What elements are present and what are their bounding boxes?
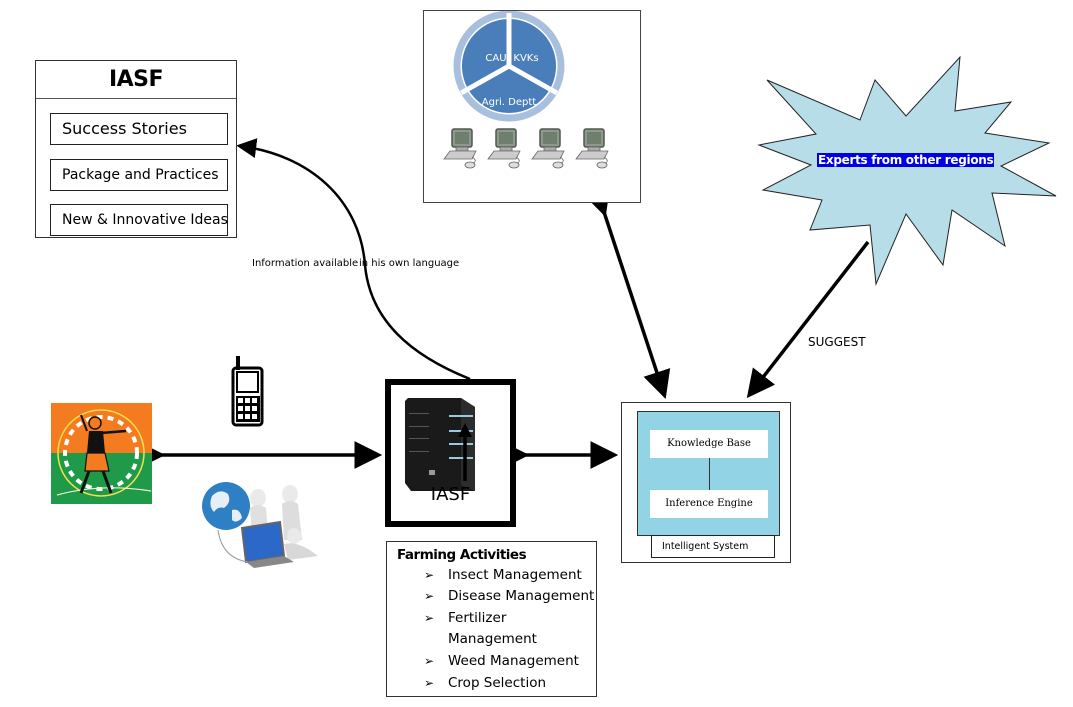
internet-globe-icon <box>198 478 326 577</box>
inference-engine: Inference Engine <box>650 490 768 518</box>
server-icon <box>405 398 475 491</box>
intelligent-system-label: Intelligent System <box>651 535 775 558</box>
info-label-left: Information available <box>252 258 359 269</box>
info-item-package-practices[interactable]: Package and Practices <box>50 159 228 191</box>
info-label-right: in his own language <box>359 258 460 269</box>
arrow-bullet-icon: ➢ <box>424 676 435 690</box>
info-item-innovative-ideas[interactable]: New & Innovative Ideas <box>50 204 228 236</box>
iasf-server-box: IASF <box>385 379 516 527</box>
intelligent-system-box: Knowledge Base Inference Engine Intellig… <box>621 402 791 563</box>
experts-label: Experts from other regions <box>817 153 995 167</box>
computer-icon <box>487 128 521 169</box>
information-arrow <box>236 138 471 381</box>
iasf-info-title: IASF <box>36 61 236 99</box>
experts-starburst <box>757 55 1057 286</box>
farming-item: ➢Crop Selection <box>424 675 547 691</box>
server-label: IASF <box>430 484 471 505</box>
knowledge-base: Knowledge Base <box>650 430 768 458</box>
computer-icon <box>443 128 477 169</box>
suggest-label: SUGGEST <box>808 335 866 349</box>
arrow-bullet-icon: ➢ <box>424 589 435 603</box>
arrow-bullet-icon: ➢ <box>424 654 435 668</box>
farming-item: ➢Fertilizer <box>424 610 507 626</box>
agencies-box: CAU KVKs Agri. Deptt <box>423 10 641 203</box>
computer-icon <box>575 128 609 169</box>
farming-activities-title: Farming Activities <box>397 547 527 563</box>
agency-cycle-graphic: CAU KVKs Agri. Deptt <box>443 10 609 169</box>
arrow-bullet-icon: ➢ <box>424 611 435 625</box>
experts-is-arrow <box>746 240 870 399</box>
cycle-label-cau: CAU <box>485 53 506 64</box>
farming-item: ➢Disease Management <box>424 588 595 604</box>
farming-item: ➢Insect Management <box>424 567 582 583</box>
iasf-info-box: IASF Success Stories Package and Practic… <box>35 60 237 238</box>
mobile-phone-icon <box>230 356 266 432</box>
info-item-success-stories[interactable]: Success Stories <box>50 113 228 145</box>
farming-item-continuation: Management <box>448 631 537 647</box>
cycle-label-kvks: KVKs <box>513 53 538 64</box>
farming-item: ➢Weed Management <box>424 653 579 669</box>
kb-ie-connector <box>709 458 710 490</box>
computer-icon <box>531 128 565 169</box>
arrow-bullet-icon: ➢ <box>424 568 435 582</box>
agencies-is-arrow <box>583 186 671 399</box>
intelligent-system-panel: Knowledge Base Inference Engine <box>637 411 780 536</box>
cycle-label-agri: Agri. Deptt <box>482 97 537 108</box>
farming-activities-box: Farming Activities ➢Insect Management ➢D… <box>386 541 597 697</box>
farmer-logo <box>51 403 152 508</box>
